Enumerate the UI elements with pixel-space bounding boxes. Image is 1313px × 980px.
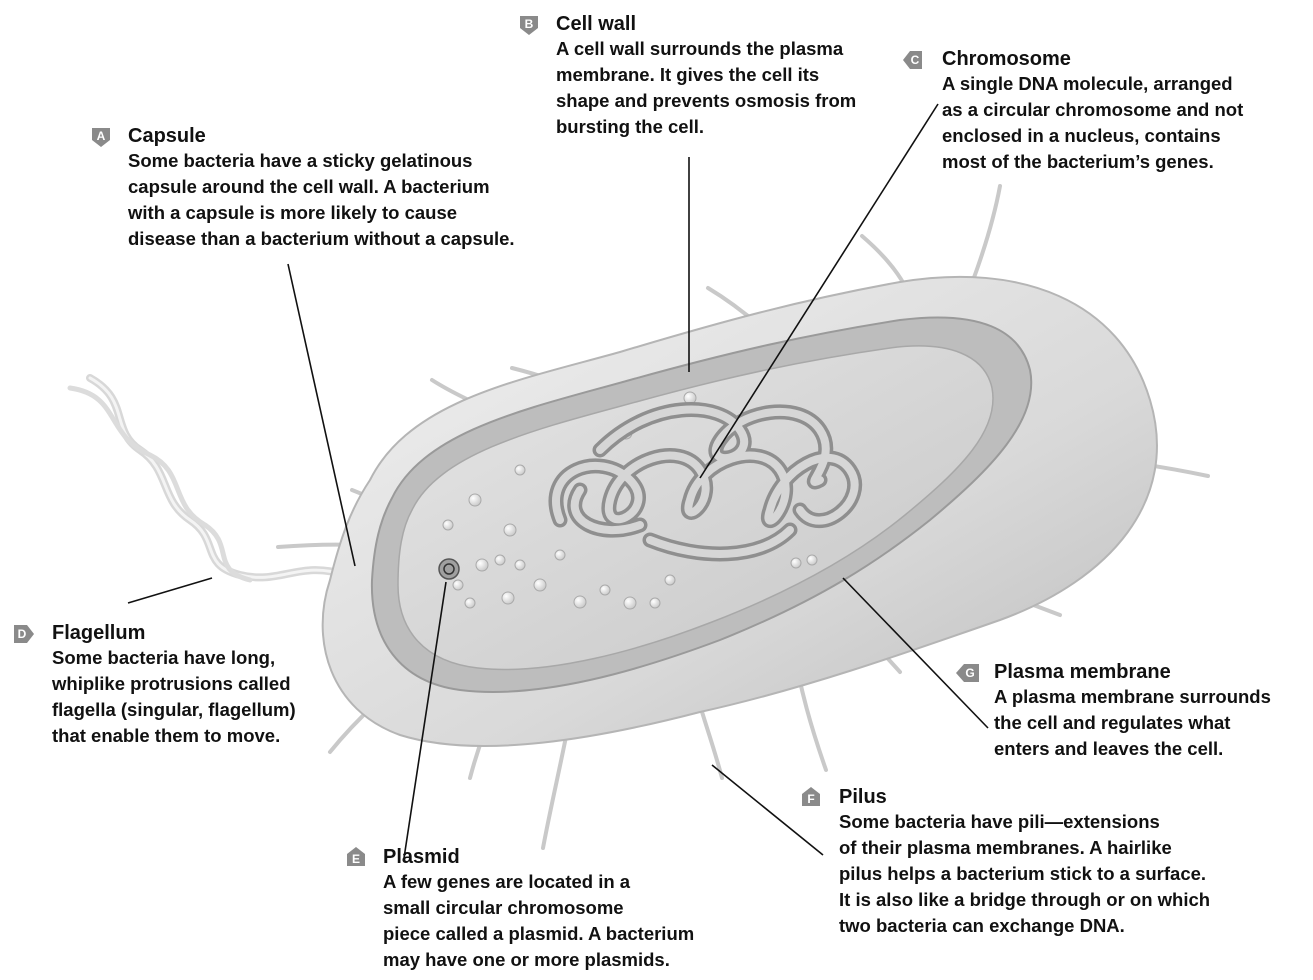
flagellum-desc-line: that enable them to move. bbox=[52, 723, 352, 749]
chromosome-desc-line: enclosed in a nucleus, contains bbox=[942, 123, 1302, 149]
down-arrow-badge-icon: B bbox=[518, 14, 540, 36]
badge-letter: G bbox=[965, 666, 974, 680]
capsule-title: Capsule bbox=[128, 124, 608, 148]
flagellum-desc-line: Some bacteria have long, bbox=[52, 645, 352, 671]
pilus-desc-line: pilus helps a bacterium stick to a surfa… bbox=[839, 861, 1299, 887]
up-arrow-badge-icon: F bbox=[800, 786, 822, 808]
capsule-desc-line: with a capsule is more likely to cause bbox=[128, 200, 608, 226]
chromosome-desc-line: as a circular chromosome and not bbox=[942, 97, 1302, 123]
plasmid-desc-line: small circular chromosome bbox=[383, 895, 763, 921]
badge-letter: B bbox=[525, 17, 534, 31]
up-arrow-badge-icon: E bbox=[345, 846, 367, 868]
flagellum-desc-line: flagella (singular, flagellum) bbox=[52, 697, 352, 723]
plasma-membrane-desc-line: A plasma membrane surrounds bbox=[994, 684, 1313, 710]
pilus-title: Pilus bbox=[839, 785, 1299, 809]
plasmid-shape bbox=[439, 559, 459, 579]
chromosome-desc-line: most of the bacterium’s genes. bbox=[942, 149, 1302, 175]
plasma-membrane-desc-line: the cell and regulates what bbox=[994, 710, 1313, 736]
flagellum-title: Flagellum bbox=[52, 621, 352, 645]
cell-wall-title: Cell wall bbox=[556, 12, 916, 36]
capsule-desc-line: disease than a bacterium without a capsu… bbox=[128, 226, 608, 252]
pilus-desc-line: of their plasma membranes. A hairlike bbox=[839, 835, 1299, 861]
capsule-desc-line: capsule around the cell wall. A bacteriu… bbox=[128, 174, 608, 200]
plasma-membrane-desc-line: enters and leaves the cell. bbox=[994, 736, 1313, 762]
cell-wall-desc-line: bursting the cell. bbox=[556, 114, 916, 140]
plasmid-desc-line: may have one or more plasmids. bbox=[383, 947, 763, 973]
pilus-leader-line bbox=[712, 765, 823, 855]
down-arrow-badge-icon: A bbox=[90, 126, 112, 148]
plasmid-desc-line: A few genes are located in a bbox=[383, 869, 763, 895]
flagellum-desc-line: whiplike protrusions called bbox=[52, 671, 352, 697]
plasma-membrane-title: Plasma membrane bbox=[994, 660, 1313, 684]
cell-wall-desc-line: A cell wall surrounds the plasma bbox=[556, 36, 916, 62]
badge-letter: F bbox=[807, 792, 814, 806]
capsule-leader-line bbox=[288, 264, 355, 566]
left-arrow-badge-icon: C bbox=[902, 49, 924, 71]
cell-wall-desc-line: shape and prevents osmosis from bbox=[556, 88, 916, 114]
left-arrow-badge-icon: G bbox=[955, 662, 977, 684]
badge-letter: E bbox=[352, 852, 360, 866]
chromosome-desc-line: A single DNA molecule, arranged bbox=[942, 71, 1302, 97]
plasmid-title: Plasmid bbox=[383, 845, 763, 869]
chromosome-title: Chromosome bbox=[942, 47, 1302, 71]
flagellum-leader-line bbox=[128, 578, 212, 603]
pilus-desc-line: It is also like a bridge through or on w… bbox=[839, 887, 1299, 913]
cell-wall-desc-line: membrane. It gives the cell its bbox=[556, 62, 916, 88]
pilus-desc-line: Some bacteria have pili—extensions bbox=[839, 809, 1299, 835]
pilus-desc-line: two bacteria can exchange DNA. bbox=[839, 913, 1299, 939]
right-arrow-badge-icon: D bbox=[12, 623, 34, 645]
capsule-desc-line: Some bacteria have a sticky gelatinous bbox=[128, 148, 608, 174]
badge-letter: C bbox=[911, 53, 920, 67]
badge-letter: A bbox=[97, 129, 106, 143]
plasmid-desc-line: piece called a plasmid. A bacterium bbox=[383, 921, 763, 947]
badge-letter: D bbox=[18, 627, 27, 641]
